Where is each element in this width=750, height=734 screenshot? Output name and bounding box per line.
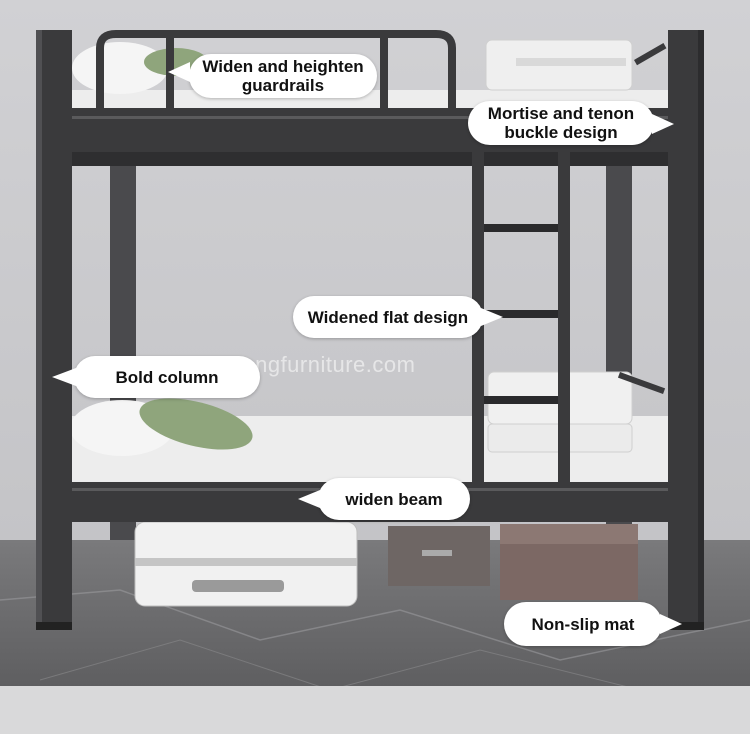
callout-non-slip-mat: Non-slip mat <box>504 602 662 646</box>
callout-mortise-label: Mortise and tenon buckle design <box>487 104 635 142</box>
callout-non-slip-mat-label: Non-slip mat <box>531 614 635 634</box>
callout-mortise: Mortise and tenon buckle design <box>468 101 654 145</box>
callout-widened-flat: Widened flat design <box>293 296 483 338</box>
foot-pad-right <box>668 622 704 630</box>
ladder-right-rail <box>558 152 570 486</box>
callout-bold-column: Bold column <box>74 356 260 398</box>
floor-edge <box>0 686 750 734</box>
callout-widened-flat-label: Widened flat design <box>307 307 469 327</box>
upper-guardrail <box>96 30 456 108</box>
callout-widen-beam: widen beam <box>318 478 470 520</box>
foot-pad-left <box>36 622 72 630</box>
callout-guardrails: Widen and heighten guardrails <box>189 54 377 98</box>
callout-bold-column-label: Bold column <box>115 367 219 387</box>
lower-pillow-green <box>139 398 253 450</box>
callout-widen-beam-label: widen beam <box>345 489 443 509</box>
callout-guardrails-label: Widen and heighten guardrails <box>202 57 364 95</box>
